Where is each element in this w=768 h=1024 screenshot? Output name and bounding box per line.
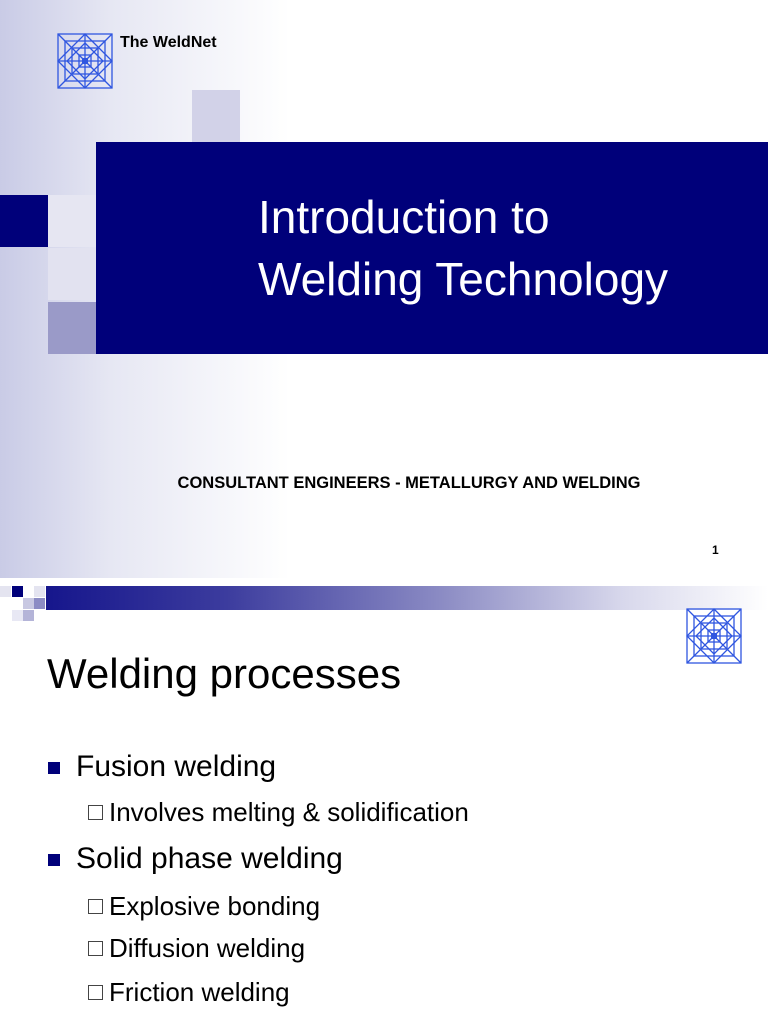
deco-square (23, 598, 34, 609)
title-line-1: Introduction to (258, 191, 550, 243)
list-item: Friction welding (88, 977, 290, 1008)
hollow-square-bullet-icon (88, 985, 103, 1000)
square-bullet-icon (48, 854, 60, 866)
slide-title: Introduction to Welding Technology (258, 186, 758, 310)
deco-square (34, 598, 45, 609)
page-number: 1 (712, 543, 719, 557)
weldnet-logo-icon (686, 608, 742, 664)
list-item: Diffusion welding (88, 933, 305, 964)
hollow-square-bullet-icon (88, 941, 103, 956)
title-slide: The WeldNet Introduction to Welding Tech… (0, 0, 768, 578)
deco-square (0, 195, 48, 247)
slide-subtitle: CONSULTANT ENGINEERS - METALLURGY AND WE… (177, 474, 641, 492)
deco-square (12, 586, 23, 597)
square-bullet-icon (48, 762, 60, 774)
list-item: Explosive bonding (88, 891, 320, 922)
content-slide: Welding processes Fusion welding Involve… (0, 578, 768, 1024)
company-name: The WeldNet (120, 34, 217, 51)
deco-square (23, 610, 34, 621)
deco-square (48, 195, 96, 247)
weldnet-logo-icon (57, 33, 113, 89)
slide-title: Welding processes (47, 650, 402, 697)
title-band (96, 142, 768, 354)
hollow-square-bullet-icon (88, 805, 103, 820)
header-gradient-bar (46, 586, 768, 610)
deco-square (0, 586, 11, 597)
hollow-square-bullet-icon (88, 899, 103, 914)
deco-square (48, 248, 96, 300)
list-item: Involves melting & solidification (88, 797, 469, 828)
deco-square (192, 90, 240, 142)
deco-square (48, 302, 96, 354)
deco-square (34, 586, 45, 597)
deco-square (12, 610, 23, 621)
title-line-2: Welding Technology (258, 253, 669, 305)
